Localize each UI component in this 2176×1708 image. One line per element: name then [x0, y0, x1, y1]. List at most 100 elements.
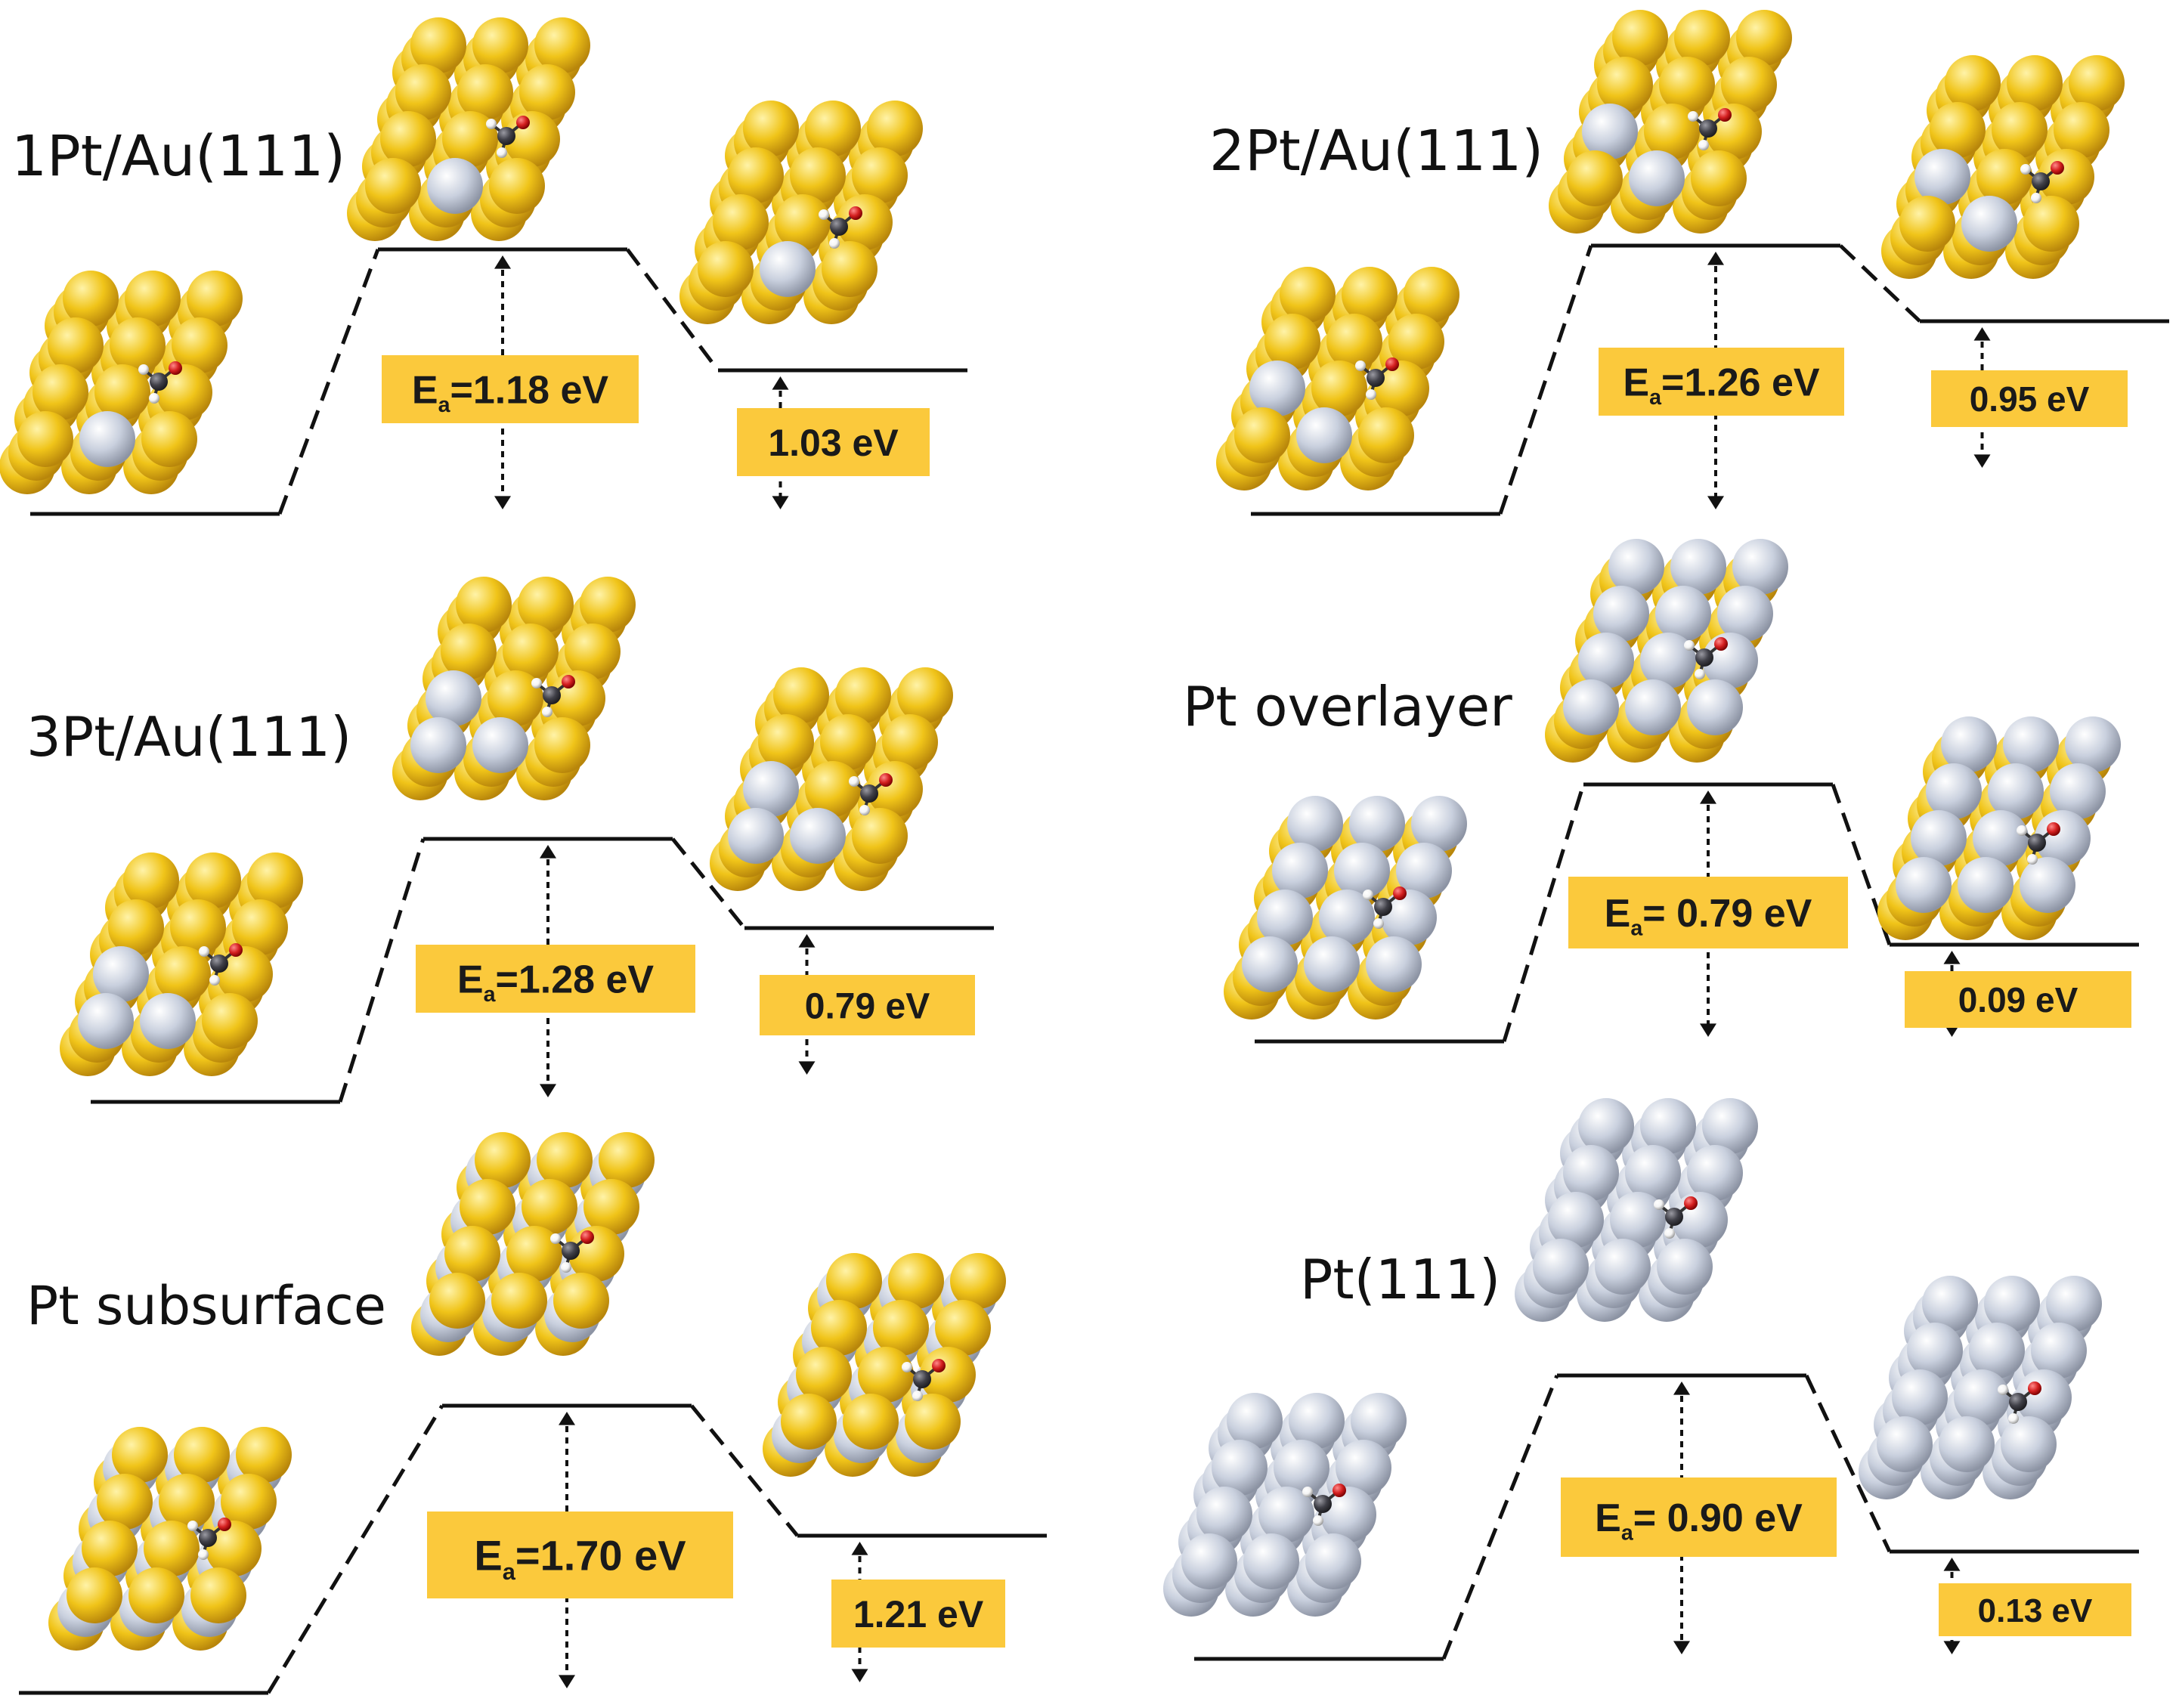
panel-title: Pt(111): [1300, 1248, 1500, 1311]
atom-sphere: [537, 1132, 593, 1188]
arrow-head: [559, 1412, 575, 1425]
methanol-adsorbate: [1654, 1196, 1698, 1239]
hydrogen-atom: [209, 975, 220, 986]
atom-sphere: [110, 317, 166, 373]
hydrogen-atom: [1698, 140, 1709, 150]
atom-sphere: [93, 946, 149, 1002]
hydrogen-atom: [2031, 193, 2041, 203]
energy-panel: [1194, 1373, 2139, 1661]
barrier-value: = 0.79 eV: [1642, 892, 1812, 936]
barrier-symbol: E: [1595, 1496, 1621, 1540]
atom-sphere: [144, 1521, 200, 1576]
atom-sphere: [1988, 763, 2044, 819]
barrier-value: =1.28 eV: [495, 958, 654, 1002]
oxygen-atom: [229, 943, 243, 957]
label-box: [1568, 877, 1848, 948]
carbon-atom: [199, 1529, 217, 1547]
energy-value-text: Ea=1.26 eV: [1623, 361, 1820, 410]
arrow-head: [798, 1061, 816, 1075]
reaction-energy-arrow: [798, 934, 816, 1075]
arrow-head: [851, 1669, 868, 1682]
barrier-arrow: [540, 845, 556, 1097]
atom-sphere: [920, 1347, 976, 1403]
atom-sphere: [1242, 936, 1298, 992]
label-box: [427, 1512, 733, 1598]
atom-sphere: [1563, 1145, 1619, 1201]
atom-sphere: [1691, 150, 1747, 206]
atom-sphere: [1945, 55, 2001, 111]
reaction-path-dashed: [1839, 244, 1921, 323]
hydrogen-atom: [2020, 164, 2031, 175]
atom-sphere: [1922, 1276, 1978, 1332]
energy-panel: [1251, 243, 2169, 516]
hydrogen-atom: [531, 678, 542, 688]
atom-sphere: [82, 1521, 138, 1576]
atom-sphere: [775, 194, 831, 250]
atom-sphere: [475, 1132, 531, 1188]
hydrogen-atom: [497, 147, 507, 158]
atom-sphere: [472, 17, 528, 73]
arrow-head: [494, 255, 511, 269]
energy-value-text: 0.09 eV: [1958, 980, 2078, 1020]
reaction-energy-label: 0.09 eV: [1905, 971, 2131, 1028]
atom-sphere: [1563, 679, 1619, 735]
atom-sphere: [174, 1427, 230, 1483]
atom-sphere: [1289, 1393, 1345, 1449]
atom-sphere: [472, 717, 528, 773]
atom-sphere: [553, 1273, 609, 1329]
hydrogen-atom: [819, 209, 829, 220]
panel-title-group: Pt overlayer: [1183, 675, 1512, 738]
atom-sphere: [760, 241, 816, 297]
atom-sphere: [811, 1300, 867, 1356]
atom-sphere: [1640, 1098, 1696, 1154]
atom-sphere: [867, 101, 923, 156]
atom-sphere: [1625, 679, 1681, 735]
hydrogen-atom: [849, 776, 859, 787]
atom-sphere: [140, 993, 196, 1049]
atom-sphere: [1373, 360, 1429, 416]
methanol-adsorbate: [1302, 1484, 1346, 1526]
atom-sphere: [503, 623, 559, 679]
atom-sphere: [426, 670, 481, 726]
atom-sphere: [1973, 810, 2029, 866]
reaction-path-dashed: [1441, 1375, 1559, 1660]
label-box: [831, 1580, 1005, 1648]
atom-sphere: [410, 717, 466, 773]
panel-title-group: 3Pt/Au(111): [26, 705, 351, 769]
atom-sphere: [1533, 1239, 1589, 1295]
barrier-arrow: [1673, 1382, 1690, 1654]
atom-sphere: [822, 241, 878, 297]
hydrogen-atom: [1654, 1199, 1664, 1210]
atom-sphere: [217, 946, 273, 1002]
atom-sphere: [33, 364, 88, 420]
atom-sphere: [534, 17, 590, 73]
label-box: [1939, 1583, 2131, 1636]
oxygen-atom: [879, 773, 893, 787]
reaction-energy-label: 0.79 eV: [760, 975, 975, 1035]
atom-sphere: [1404, 267, 1459, 323]
oxygen-atom: [1393, 886, 1407, 900]
energy-value-text: Ea=1.28 eV: [457, 958, 655, 1007]
atom-sphere: [1674, 10, 1730, 66]
atom-sphere: [790, 808, 846, 864]
activation-energy-label: Ea=1.18 eV: [382, 355, 639, 423]
energy-value-text: 0.79 eV: [805, 986, 930, 1026]
atom-sphere: [743, 101, 799, 156]
label-box: [416, 945, 695, 1013]
oxygen-atom: [562, 675, 575, 688]
atom-sphere: [1732, 539, 1788, 595]
hydrogen-atom: [912, 1391, 923, 1401]
activation-energy-label: Ea= 0.90 eV: [1561, 1477, 1837, 1557]
label-box: [1905, 971, 2131, 1028]
atom-sphere: [156, 364, 212, 420]
atom-sphere: [897, 667, 953, 723]
atom-sphere: [1717, 586, 1773, 642]
carbon-atom: [150, 373, 168, 391]
atom-sphere: [108, 899, 164, 955]
atom-sphere: [2038, 149, 2094, 205]
final-state-slab: [763, 1253, 1006, 1477]
atom-sphere: [1899, 196, 1955, 252]
atom-sphere: [1257, 890, 1313, 945]
barrier-value: =1.70 eV: [515, 1532, 686, 1580]
